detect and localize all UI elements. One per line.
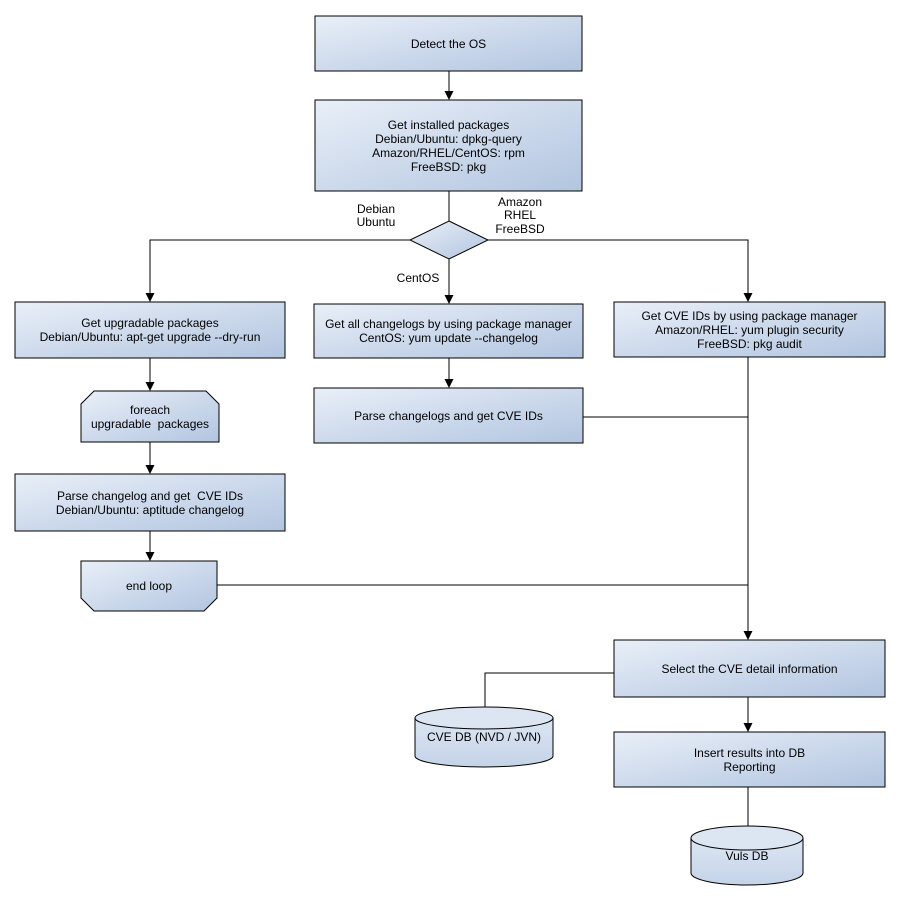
arrowhead bbox=[444, 91, 454, 100]
cve-db-cylinder-body bbox=[414, 718, 554, 768]
vuls-db-cylinder-body bbox=[690, 838, 804, 886]
os-decision-diamond bbox=[408, 220, 490, 260]
edge-decision-to-getcve bbox=[488, 239, 749, 293]
parse-changelog-debian-box bbox=[14, 473, 286, 532]
arrowhead bbox=[145, 552, 155, 561]
arrowhead bbox=[444, 295, 454, 304]
get-cve-ids-package-manager-box bbox=[613, 301, 886, 358]
end-loop-shape bbox=[80, 560, 218, 612]
select-cve-detail-box bbox=[613, 639, 886, 698]
arrowhead bbox=[743, 631, 753, 640]
arrowhead bbox=[444, 379, 454, 388]
get-upgradable-packages-box bbox=[14, 301, 286, 359]
get-all-changelogs-box bbox=[313, 303, 584, 359]
parse-changelogs-centos-box bbox=[313, 387, 584, 444]
arrowhead bbox=[145, 382, 155, 391]
arrowhead bbox=[743, 293, 753, 302]
arrowhead bbox=[145, 465, 155, 474]
arrowhead bbox=[145, 293, 155, 302]
arrowhead bbox=[743, 723, 753, 732]
get-installed-packages-box bbox=[314, 99, 583, 192]
vuls-db-cylinder-top bbox=[690, 825, 804, 851]
edge-select-to-cvedb bbox=[484, 672, 614, 707]
edge-decision-to-upgradable bbox=[149, 239, 410, 293]
detect-os-box bbox=[314, 15, 583, 72]
foreach-loop-shape bbox=[80, 390, 220, 443]
cve-db-cylinder-top bbox=[414, 706, 554, 730]
insert-results-box bbox=[613, 731, 886, 788]
